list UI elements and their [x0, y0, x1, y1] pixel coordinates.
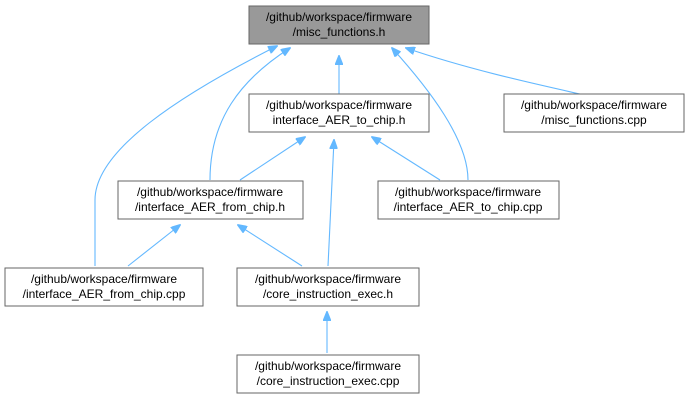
node-interface-aer-from-chip-cpp[interactable]: /github/workspace/firmware /interface_AE… — [4, 267, 204, 307]
node-misc-functions-cpp[interactable]: /github/workspace/firmware /misc_functio… — [503, 93, 685, 133]
node-interface-aer-to-chip-h-line2: interface_AER_to_chip.h — [273, 113, 406, 127]
node-misc-functions-cpp-line2: /misc_functions.cpp — [541, 113, 647, 127]
node-misc-functions-h-line2: /misc_functions.h — [293, 25, 386, 39]
node-interface-aer-from-chip-h[interactable]: /github/workspace/firmware /interface_AE… — [117, 180, 304, 220]
node-interface-aer-to-chip-h[interactable]: /github/workspace/firmware interface_AER… — [248, 93, 430, 133]
node-core-instruction-exec-cpp[interactable]: /github/workspace/firmware /core_instruc… — [236, 354, 420, 394]
node-core-instruction-exec-cpp-line2: /core_instruction_exec.cpp — [257, 374, 400, 388]
edge-core-h-to-from-chip-h — [238, 225, 303, 267]
node-core-instruction-exec-h[interactable]: /github/workspace/firmware /core_instruc… — [236, 267, 420, 307]
edge-from-chip-cpp-to-misc-h — [94, 46, 277, 266]
edges — [94, 46, 581, 353]
node-interface-aer-to-chip-cpp-line1: /github/workspace/firmware — [395, 185, 541, 199]
node-interface-aer-to-chip-cpp[interactable]: /github/workspace/firmware /interface_AE… — [377, 180, 560, 220]
edge-from-chip-h-to-misc-h — [209, 48, 290, 181]
node-misc-functions-h-line1: /github/workspace/firmware — [266, 10, 412, 24]
node-interface-aer-to-chip-cpp-line2: /interface_AER_to_chip.cpp — [394, 200, 543, 214]
edge-from-chip-cpp-to-from-chip-h — [127, 225, 180, 267]
node-misc-functions-cpp-line1: /github/workspace/firmware — [521, 98, 667, 112]
node-core-instruction-exec-h-line2: /core_instruction_exec.h — [263, 287, 393, 301]
node-misc-functions-h[interactable]: /github/workspace/firmware /misc_functio… — [248, 5, 430, 45]
node-interface-aer-from-chip-h-line1: /github/workspace/firmware — [137, 185, 283, 199]
edge-to-chip-cpp-to-misc-h — [392, 48, 469, 181]
edge-core-h-to-to-chip-h — [327, 140, 334, 267]
node-core-instruction-exec-cpp-line1: /github/workspace/firmware — [255, 359, 401, 373]
node-core-instruction-exec-h-line1: /github/workspace/firmware — [255, 272, 401, 286]
node-interface-aer-from-chip-cpp-line1: /github/workspace/firmware — [31, 272, 177, 286]
edge-misc-cpp-to-misc-h — [406, 48, 581, 95]
node-interface-aer-from-chip-h-line2: /interface_AER_from_chip.h — [135, 200, 285, 214]
node-interface-aer-from-chip-cpp-line2: /interface_AER_from_chip.cpp — [23, 287, 186, 301]
edge-from-chip-h-to-to-chip-h — [239, 137, 305, 181]
edge-to-chip-cpp-to-to-chip-h — [372, 137, 441, 181]
node-interface-aer-to-chip-h-line1: /github/workspace/firmware — [266, 98, 412, 112]
